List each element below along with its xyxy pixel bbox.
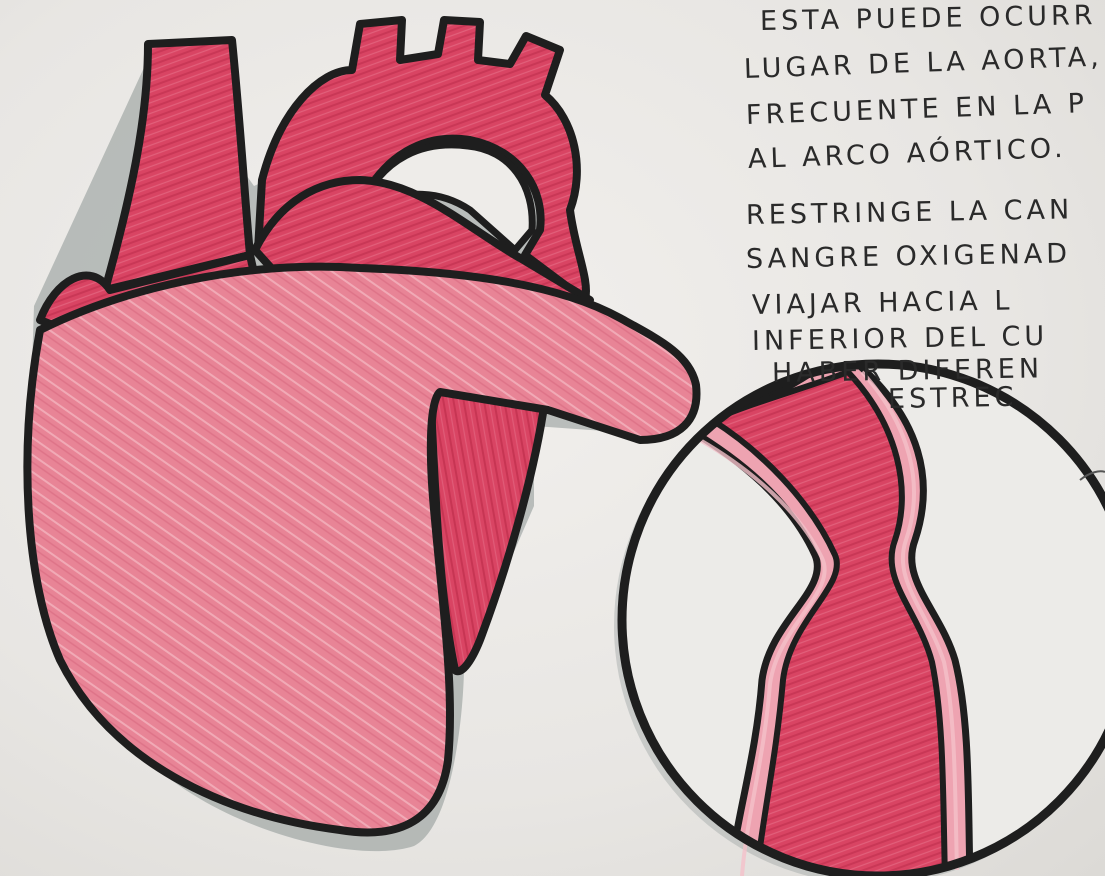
ventricle-body	[27, 267, 696, 833]
heart-drawing	[27, 20, 696, 851]
magnified-aorta-lens	[614, 364, 1105, 876]
